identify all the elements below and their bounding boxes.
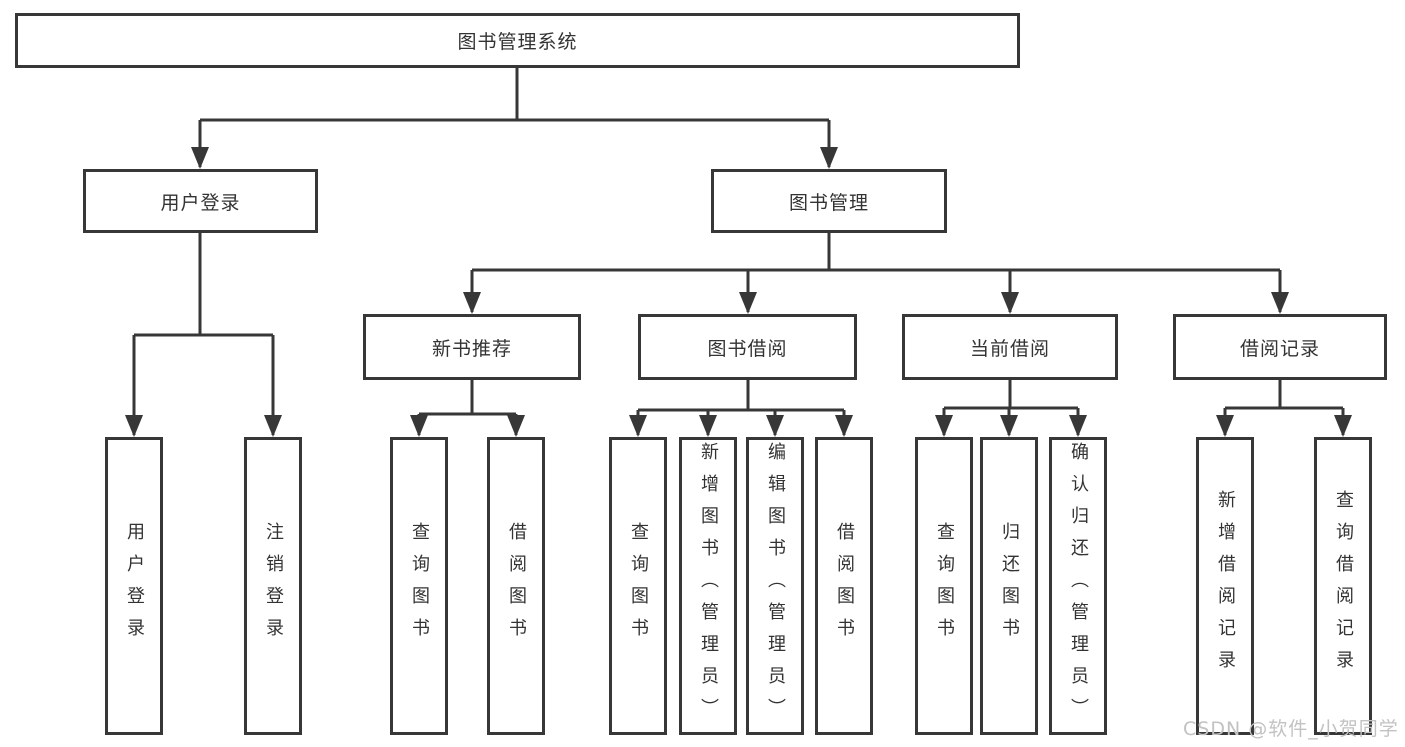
node-label: 确认归还（管理员） xyxy=(1068,442,1089,730)
leaf-user-login: 用户登录 xyxy=(105,437,163,735)
node-label: 查询图书 xyxy=(628,522,649,650)
node-borrowing-records: 借阅记录 xyxy=(1173,314,1387,380)
node-label: 借阅记录 xyxy=(1239,337,1320,360)
leaf-query-books: 查询图书 xyxy=(390,437,448,735)
leaf-edit-book-admin: 编辑图书（管理员） xyxy=(746,437,804,735)
leaf-query-books: 查询图书 xyxy=(609,437,667,735)
node-current-borrowing: 当前借阅 xyxy=(902,314,1118,380)
node-label: 新书推荐 xyxy=(431,337,512,360)
node-label: 借阅图书 xyxy=(506,522,527,650)
leaf-logout: 注销登录 xyxy=(244,437,302,735)
node-user-login: 用户登录 xyxy=(83,169,318,233)
node-new-book-recommendation: 新书推荐 xyxy=(363,314,581,380)
node-label: 图书管理 xyxy=(788,191,869,214)
node-label: 图书借阅 xyxy=(707,337,788,360)
csdn-watermark: CSDN @软件_小贺同学 xyxy=(1183,718,1399,740)
connector-spines xyxy=(134,68,1343,416)
node-library-management-system: 图书管理系统 xyxy=(15,13,1020,68)
node-label: 借阅图书 xyxy=(834,522,855,650)
leaf-add-borrow-record: 新增借阅记录 xyxy=(1196,437,1254,735)
node-label: 图书管理系统 xyxy=(457,31,578,53)
connector-arrows xyxy=(125,120,1352,437)
leaf-query-books: 查询图书 xyxy=(915,437,973,735)
node-label: 归还图书 xyxy=(999,522,1020,650)
node-book-management: 图书管理 xyxy=(711,169,947,233)
node-label: 新增借阅记录 xyxy=(1215,490,1236,682)
node-label: 查询图书 xyxy=(934,522,955,650)
leaf-borrow-books: 借阅图书 xyxy=(487,437,545,735)
node-label: 查询借阅记录 xyxy=(1333,490,1354,682)
leaf-add-book-admin: 新增图书（管理员） xyxy=(679,437,737,735)
leaf-return-book: 归还图书 xyxy=(980,437,1038,735)
node-label: 注销登录 xyxy=(263,522,284,650)
node-label: 查询图书 xyxy=(409,522,430,650)
node-label: 用户登录 xyxy=(124,522,145,650)
node-book-borrowing: 图书借阅 xyxy=(638,314,857,380)
node-label: 用户登录 xyxy=(160,191,241,214)
leaf-confirm-return-admin: 确认归还（管理员） xyxy=(1049,437,1107,735)
leaf-query-borrow-record: 查询借阅记录 xyxy=(1314,437,1372,735)
leaf-borrow-books: 借阅图书 xyxy=(815,437,873,735)
node-label: 新增图书（管理员） xyxy=(698,442,719,730)
node-label: 当前借阅 xyxy=(969,337,1050,360)
node-label: 编辑图书（管理员） xyxy=(765,442,786,730)
